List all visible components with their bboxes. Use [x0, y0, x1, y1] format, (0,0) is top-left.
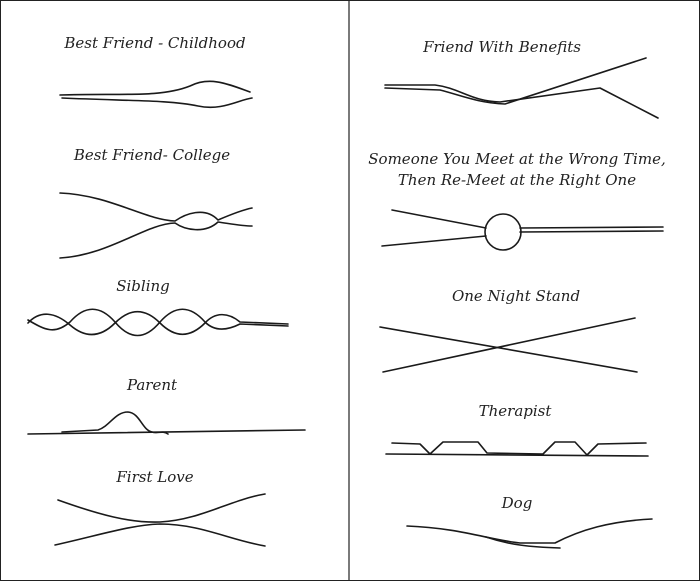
lines-best-friend-college	[59, 192, 253, 259]
label-therapist: Therapist	[479, 402, 553, 420]
label-sibling: Sibling	[116, 277, 170, 295]
lines-sibling	[27, 308, 289, 337]
label-one-night-stand: One Night Stand	[452, 287, 580, 305]
label-first-love: First Love	[115, 468, 193, 486]
lines-therapist	[385, 441, 649, 457]
label-best-friend-childhood: Best Friend - Childhood	[63, 34, 245, 52]
label-best-friend-college: Best Friend- College	[73, 146, 230, 164]
label-parent: Parent	[126, 376, 178, 394]
lines-parent	[27, 411, 306, 435]
lines-best-friend-childhood	[59, 80, 253, 108]
label-dog: Dog	[501, 494, 533, 512]
label-someone-wrong-time: Someone You Meet at the Wrong Time,	[368, 150, 665, 168]
lines-one-night-stand	[379, 317, 638, 373]
lines-dog	[406, 518, 653, 549]
label-someone-right-one: Then Re-Meet at the Right One	[398, 171, 636, 189]
lines-first-love	[54, 493, 266, 547]
label-friend-with-benefits: Friend With Benefits	[422, 38, 581, 56]
lines-friend-with-benefits	[384, 57, 659, 119]
lines-someone-wrong-time	[381, 209, 664, 251]
